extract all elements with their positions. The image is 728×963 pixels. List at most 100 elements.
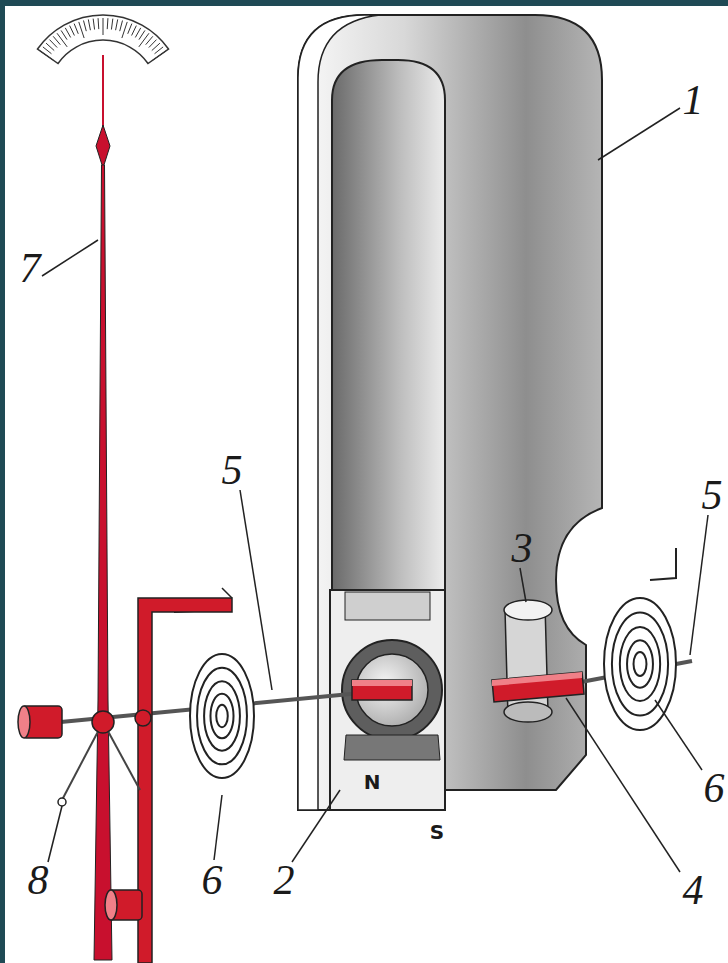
- spring-coil: [197, 668, 247, 765]
- scale-tick: [65, 28, 70, 38]
- permanent-magnet: [298, 15, 602, 810]
- scale-tick: [149, 40, 157, 48]
- spiral-spring-part: [650, 548, 676, 580]
- leader-lines-part: [48, 806, 62, 862]
- scale-tick: [152, 43, 160, 50]
- spring-coil: [210, 694, 233, 739]
- pole-letter: N: [364, 772, 381, 792]
- callout-number: 1: [683, 79, 704, 121]
- moving-coil-part: [352, 680, 412, 686]
- counterweight: [18, 706, 151, 920]
- leader-lines-part: [566, 698, 680, 872]
- permanent-magnet-part: [332, 60, 445, 592]
- support-bracket-part: [222, 588, 232, 598]
- spring-coil: [190, 654, 254, 778]
- callout-number: 2: [274, 859, 295, 901]
- pointer: [94, 55, 112, 960]
- scale-tick: [111, 19, 112, 30]
- balance-arms: [58, 722, 140, 806]
- spring-coil: [216, 705, 228, 727]
- moving-coil: [352, 680, 412, 700]
- counterweight-part: [135, 710, 151, 726]
- scale-tick: [128, 24, 132, 34]
- callout-number: 7: [20, 247, 41, 289]
- leader-lines-part: [690, 515, 708, 655]
- leader-lines-part: [214, 795, 222, 860]
- permanent-magnet-part: [298, 15, 602, 810]
- support-bracket-part: [138, 598, 232, 963]
- scale-tick: [84, 21, 87, 32]
- moving-coil-part: [352, 680, 412, 700]
- scale-tick: [93, 19, 94, 30]
- frame-border-part: [0, 0, 728, 6]
- counterweight-part: [18, 706, 30, 738]
- callout-number: 5: [222, 449, 243, 491]
- steel-cylinder-part: [504, 600, 552, 620]
- pointer-part: [96, 125, 110, 168]
- scale-tick: [139, 33, 149, 47]
- balance-arms-part: [62, 722, 103, 800]
- balance-arms-part: [58, 798, 66, 806]
- pole-pieces-part: [345, 592, 430, 620]
- scale-tick: [57, 33, 67, 47]
- scale-tick: [46, 43, 54, 50]
- scale-tick: [146, 36, 153, 44]
- scale-tick: [155, 47, 164, 54]
- scale-tick: [139, 30, 145, 39]
- leader-lines-part: [598, 108, 680, 160]
- leader-lines-part: [655, 700, 702, 770]
- scale-tick: [53, 36, 60, 44]
- scale-tick: [40, 51, 54, 61]
- pole-pieces-part: [344, 735, 440, 760]
- pole-pieces: [330, 590, 445, 810]
- moving-coil: [492, 672, 584, 702]
- scale-tick: [43, 47, 52, 54]
- leader-lines-part: [520, 568, 526, 602]
- spring-coil: [620, 627, 660, 701]
- scale-tick: [50, 40, 58, 48]
- spring-coil: [204, 681, 240, 750]
- leader-lines-part: [240, 490, 272, 690]
- scale-tick: [107, 18, 109, 29]
- spiral-spring: [175, 598, 254, 778]
- scale-tick: [70, 26, 75, 36]
- leader-lines-part: [292, 790, 340, 862]
- spiral-spring: [604, 548, 676, 730]
- moving-coil-part: [492, 672, 582, 686]
- scale-tick: [132, 26, 137, 36]
- counterweight-part: [92, 711, 114, 733]
- leader-lines-part: [42, 240, 98, 276]
- frame-border-part: [0, 0, 5, 963]
- scale-tick: [103, 18, 104, 35]
- scale-tick: [152, 51, 166, 61]
- pole-letter: S: [430, 822, 444, 842]
- counterweight-part: [105, 890, 117, 920]
- scale-tick: [116, 19, 118, 30]
- spring-coil: [604, 598, 676, 730]
- scale-tick: [98, 18, 100, 29]
- leader-lines: [42, 108, 708, 872]
- callout-number: 3: [512, 527, 533, 569]
- pole-pieces-part: [330, 590, 445, 810]
- steel-cylinder: [504, 600, 552, 722]
- callout-number: 5: [702, 474, 723, 516]
- support-bracket: [138, 588, 232, 963]
- scale-tick: [74, 24, 78, 34]
- callout-number: 6: [202, 859, 223, 901]
- scale-tick: [79, 22, 84, 38]
- steel-cylinder-part: [504, 702, 552, 722]
- callout-number: 8: [28, 859, 49, 901]
- pointer-part: [102, 55, 104, 132]
- spring-coil: [627, 640, 653, 688]
- scale-tick: [88, 19, 90, 30]
- callout-number: 4: [683, 869, 704, 911]
- scale-tick: [61, 30, 67, 39]
- spring-coil: [634, 652, 647, 676]
- spring-coil: [612, 613, 668, 716]
- pole-pieces-part: [342, 640, 442, 740]
- scale-tick: [135, 28, 140, 38]
- scale-tick: [120, 21, 123, 32]
